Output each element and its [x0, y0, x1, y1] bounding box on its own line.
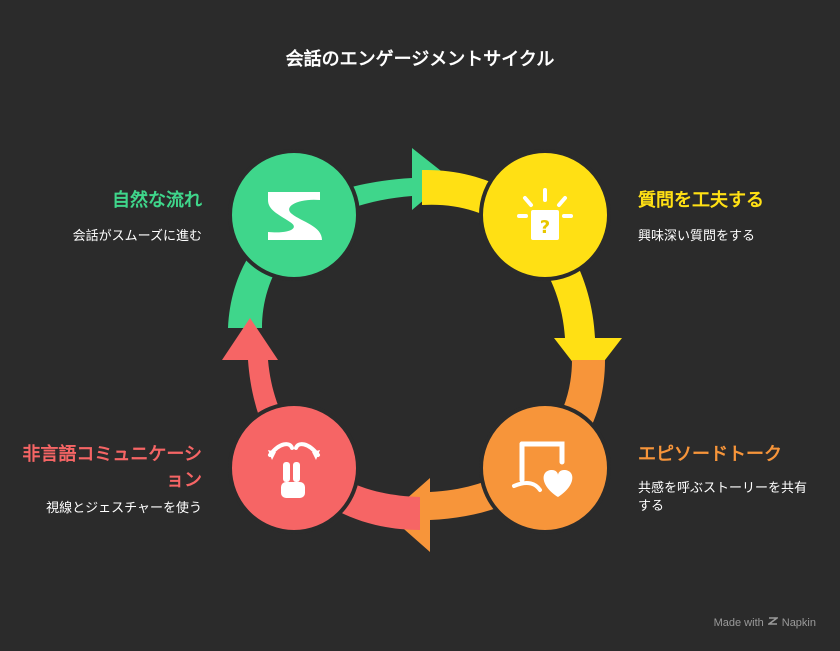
arc-yellow [422, 169, 622, 382]
svg-text:?: ? [540, 217, 550, 238]
step-title-question: 質問を工夫する [638, 190, 764, 211]
step-title-episode: エピソードトーク [638, 444, 782, 465]
node-natural-flow [228, 149, 360, 281]
winding-river-icon [268, 192, 322, 240]
step-desc-nonverbal: 視線とジェスチャーを使う [46, 501, 202, 516]
step-title-nonverbal: 非言語コミュニケーション [22, 444, 202, 491]
footer-made-with: Made with [713, 616, 764, 629]
step-desc-natural-flow: 会話がスムーズに進む [72, 229, 202, 244]
step-title-natural-flow: 自然な流れ [112, 190, 202, 211]
footer: Made with Napkin [714, 616, 816, 629]
hand-gesture-icon [268, 442, 320, 498]
napkin-logo-icon [766, 616, 780, 629]
node-episode [479, 402, 611, 534]
page-title: 会話のエンゲージメントサイクル [285, 49, 555, 70]
speech-heart-icon [512, 441, 573, 497]
arc-orange [388, 360, 605, 552]
question-lamp-icon: ? [517, 188, 573, 240]
node-nonverbal [228, 402, 360, 534]
arc-green [228, 148, 450, 328]
node-question: ? [479, 149, 611, 281]
footer-brand: Napkin [781, 616, 816, 629]
step-desc-episode: 共感を呼ぶストーリーを共有する [638, 481, 808, 514]
step-desc-question: 興味深い質問をする [638, 229, 756, 244]
